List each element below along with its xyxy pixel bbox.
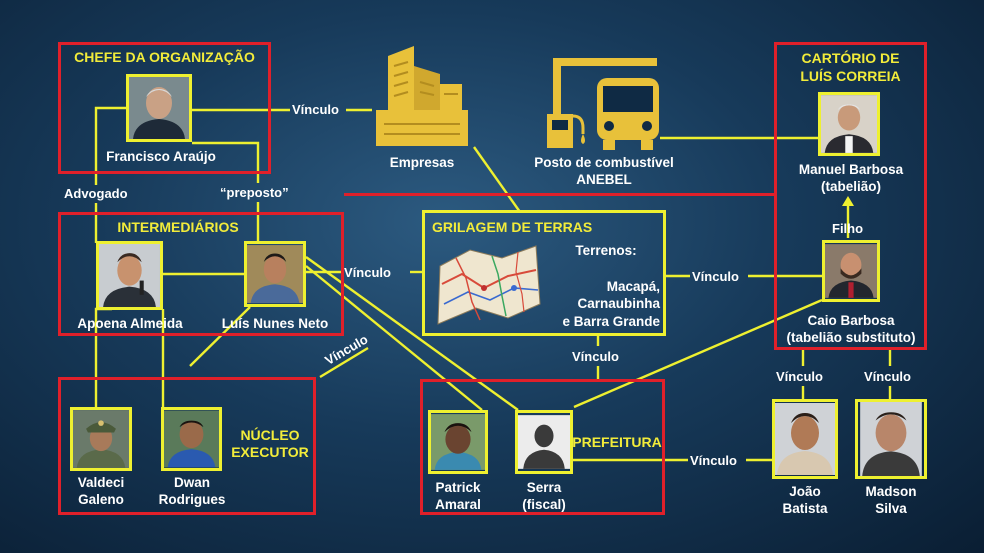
caio-photo <box>822 240 880 302</box>
edge-vinculo-cartorio-madson: Vínculo <box>864 369 911 384</box>
edge-vinculo-francisco-empresas: Vínculo <box>292 102 339 117</box>
edge-advogado: Advogado <box>64 186 128 201</box>
edge-vinculo-luis-grilagem: Vínculo <box>344 265 391 280</box>
nucleo-title-line1: NÚCLEO <box>240 427 300 443</box>
map-icon <box>437 245 541 325</box>
luis-name: Luís Nunes Neto <box>221 316 329 331</box>
intermediarios-title: INTERMEDIÁRIOS <box>117 219 239 235</box>
caio-name-line1: Caio Barbosa <box>807 313 895 328</box>
edge-vinculo-cartorio-joao: Vínculo <box>776 369 823 384</box>
gas-station-bus-icon <box>547 58 659 150</box>
edge-vinculo-grilagem-caio: Vínculo <box>692 269 739 284</box>
dwan-photo <box>161 407 222 471</box>
dwan-name-line1: Dwan <box>173 475 210 490</box>
serra-photo <box>515 410 573 474</box>
edge-vinculo-serra-joao: Vínculo <box>690 453 737 468</box>
valdeci-photo <box>70 407 132 471</box>
buildings-icon <box>376 46 468 146</box>
joao-name-line2: Batista <box>782 501 828 516</box>
prefeitura-group-box <box>420 379 665 515</box>
valdeci-name-line1: Valdeci <box>77 475 125 490</box>
patrick-photo <box>428 410 488 474</box>
prefeitura-title: PREFEITURA <box>572 434 662 450</box>
cartorio-title-line2: LUÍS CORREIA <box>800 68 901 84</box>
place-line-3: e Barra Grande <box>562 314 660 329</box>
joao-photo <box>772 399 838 479</box>
valdeci-name-line2: Galeno <box>78 492 124 507</box>
nucleo-title-line2: EXECUTOR <box>231 444 309 460</box>
nucleo-group-box <box>58 377 316 515</box>
madson-name-line2: Silva <box>875 501 907 516</box>
joao-name-line1: João <box>789 484 821 499</box>
intermediarios-group-box <box>58 212 344 336</box>
edge-vinculo-grilagem-prefeitura: Vínculo <box>572 349 619 364</box>
francisco-photo <box>126 74 192 142</box>
posto-label-line1: Posto de combustível <box>534 155 674 170</box>
posto-label-line2: ANEBEL <box>576 172 632 187</box>
apoena-name: Apoena Almeida <box>77 316 183 331</box>
edge-preposto: “preposto” <box>220 185 289 200</box>
manuel-name-line2: (tabelião) <box>820 179 881 194</box>
luis-photo <box>244 241 306 307</box>
grilagem-title: GRILAGEM DE TERRAS <box>432 219 593 235</box>
terrenos-label: Terrenos: <box>575 243 637 258</box>
edge-filho: Filho <box>832 221 864 236</box>
place-line-1: Macapá, <box>606 279 660 294</box>
francisco-name: Francisco Araújo <box>106 149 216 164</box>
grilagem-group-box <box>422 210 666 336</box>
dwan-name-line2: Rodrigues <box>158 492 226 507</box>
apoena-photo <box>96 241 163 310</box>
cartorio-group-box <box>774 42 927 350</box>
caio-name-line2: (tabelião substituto) <box>786 330 916 345</box>
empresas-label: Empresas <box>389 155 455 170</box>
patrick-name-line1: Patrick <box>435 480 481 495</box>
link-frame <box>344 193 776 196</box>
madson-name-line1: Madson <box>865 484 917 499</box>
manuel-photo <box>818 92 880 156</box>
place-line-2: Carnaubinha <box>577 296 660 311</box>
chefe-title: CHEFE DA ORGANIZAÇÃO <box>74 49 255 65</box>
chefe-group-box <box>58 42 271 174</box>
madson-photo <box>855 399 927 479</box>
patrick-name-line2: Amaral <box>435 497 481 512</box>
cartorio-title-line1: CARTÓRIO DE <box>801 50 900 66</box>
serra-name-line2: (fiscal) <box>522 497 566 512</box>
serra-name-line1: Serra <box>526 480 562 495</box>
manuel-name-line1: Manuel Barbosa <box>798 162 904 177</box>
